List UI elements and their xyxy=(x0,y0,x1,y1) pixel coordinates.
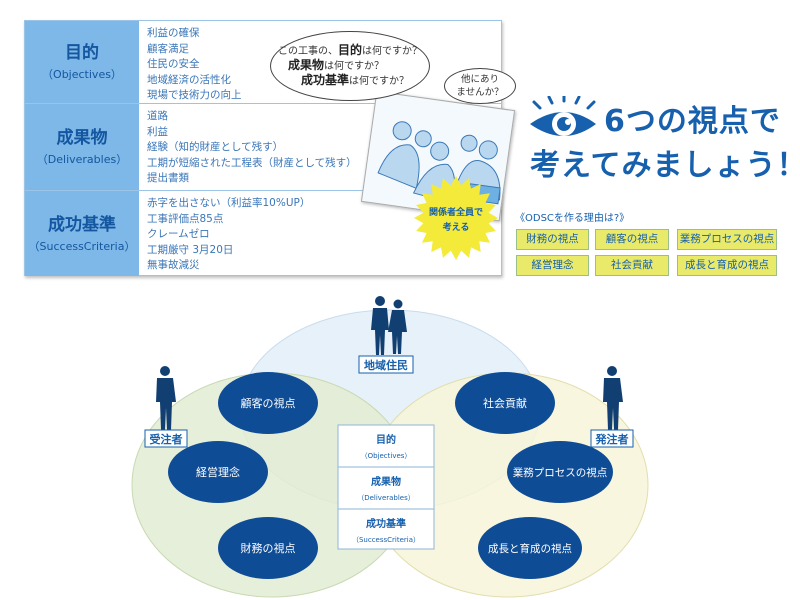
ellipse-label: 経営理念 xyxy=(196,465,240,479)
star-text: 考える xyxy=(443,221,470,233)
item: 現場で技術力の向上 xyxy=(147,89,242,101)
item: 無事故減災 xyxy=(147,259,200,271)
center-table xyxy=(337,424,435,550)
center-subtitle: （Deliverables） xyxy=(357,494,415,502)
item: 道路 xyxy=(147,110,168,122)
row-header: 成果物 （Deliverables） xyxy=(25,104,139,190)
center-title: 目的 xyxy=(376,433,396,446)
ellipse-label: 財務の視点 xyxy=(241,541,296,555)
text: 成果物 xyxy=(287,58,324,72)
eye-icon xyxy=(530,96,596,136)
row-items: 赤字を出さない（利益率10%UP） 工事評価点85点クレームゼロ工期厳守 3月20… xyxy=(147,196,310,274)
row-subtitle: （Objectives） xyxy=(42,68,122,81)
row-success-criteria: 成功基準 （SuccessCriteria） 赤字を出さない（利益率10%UP） 工… xyxy=(25,191,501,276)
item: 利益 xyxy=(147,125,168,138)
label-box xyxy=(144,429,188,448)
ellipse-customer xyxy=(218,372,318,434)
stakeholder-client: 発注者 xyxy=(595,432,629,446)
viewpoint-philosophy: 経営理念 xyxy=(516,255,589,276)
reason-label: 《ODSCを作る理由は?》 xyxy=(515,213,630,224)
heading-line2: 考えてみましょう！ xyxy=(530,148,800,183)
row-title: 目的 xyxy=(65,43,99,63)
item: 住民の安全 xyxy=(147,58,200,70)
item: クレームゼロ xyxy=(147,228,210,240)
venn-diagram: 目的 （Objectives） 成果物 （Deliverables） 成功基準 … xyxy=(131,296,649,598)
item: 工期厳守 3月20日 xyxy=(147,243,234,256)
viewpoint-growth: 成長と育成の視点 xyxy=(677,255,777,276)
text: は何ですか？ xyxy=(324,61,384,72)
label-box xyxy=(358,355,414,374)
text: 目的 xyxy=(337,43,362,57)
row-deliverables: 成果物 （Deliverables） 道路利益経験（知的財産として残す） 工期が短縮… xyxy=(25,104,501,191)
viewpoint-social: 社会貢献 xyxy=(595,255,669,276)
viewpoint-finance: 財務の視点 xyxy=(516,229,589,250)
ellipse-label: 成長と育成の視点 xyxy=(488,542,572,555)
text: ませんか？ xyxy=(456,87,504,98)
row-title: 成功基準 xyxy=(48,214,116,235)
item: 赤字を出さない（利益率10%UP） xyxy=(147,197,311,209)
center-title: 成果物 xyxy=(371,475,401,488)
row-subtitle: （Deliverables） xyxy=(36,153,128,166)
viewpoint-process: 業務プロセスの視点 xyxy=(677,229,777,250)
ellipse-growth xyxy=(478,517,582,579)
text: は何ですか？ xyxy=(362,46,422,57)
item: 工事評価点85点 xyxy=(147,212,224,225)
center-title: 成功基準 xyxy=(366,517,406,530)
stakeholder-residents: 地域住民 xyxy=(364,358,408,372)
text: この工事の、 xyxy=(277,46,338,57)
starburst-badge: 関係者全員で 考える xyxy=(414,176,498,260)
item: 顧客満足 xyxy=(147,42,189,55)
label-box xyxy=(590,429,634,448)
row-header: 目的 （Objectives） xyxy=(25,21,139,103)
ellipse-label: 業務プロセスの視点 xyxy=(513,466,608,479)
stakeholder-contractor: 受注者 xyxy=(150,432,183,446)
row-subtitle: （SuccessCriteria） xyxy=(28,239,136,253)
ellipse-label: 顧客の視点 xyxy=(241,396,296,410)
ellipse-philosophy xyxy=(168,441,268,503)
ellipse-finance xyxy=(218,517,318,579)
ellipse-process xyxy=(507,441,613,503)
row-header: 成功基準 （SuccessCriteria） xyxy=(25,191,139,276)
ellipse-social xyxy=(455,372,555,434)
center-subtitle: （SuccessCriteria） xyxy=(352,536,420,544)
item: 地域経済の活性化 xyxy=(147,73,231,86)
row-objectives: 目的 （Objectives） 利益の確保顧客満足住民の安全地域経済の活性化現場で… xyxy=(25,21,501,104)
star-text: 関係者全員で xyxy=(429,206,483,218)
text: 他にあり xyxy=(460,74,499,85)
heading-line1: 6つの視点で xyxy=(604,104,781,139)
ellipse-label: 社会貢献 xyxy=(483,396,527,410)
text: 成功基準 xyxy=(300,73,349,87)
person-silhouette-icon xyxy=(156,296,623,430)
item: 利益の確保 xyxy=(147,27,200,39)
row-items: 道路利益経験（知的財産として残す） 工期が短縮された工程表（財産として残す） 提出書… xyxy=(147,109,357,187)
text: は何ですか？ xyxy=(349,76,409,87)
viewpoint-customer: 顧客の視点 xyxy=(595,229,669,250)
item: 提出書類 xyxy=(147,172,189,184)
item: 経験（知的財産として残す） xyxy=(147,141,284,153)
item: 工期が短縮された工程表（財産として残す） xyxy=(147,156,357,169)
center-subtitle: （Objectives） xyxy=(361,452,412,460)
speech-bubble-questions: この工事の、目的は何ですか？ 成果物は何ですか？ 成功基準は何ですか？ xyxy=(270,31,430,101)
row-title: 成果物 xyxy=(56,128,108,148)
row-items: 利益の確保顧客満足住民の安全地域経済の活性化現場で技術力の向上 xyxy=(147,26,242,104)
speech-bubble-others: 他にありませんか？ xyxy=(444,68,516,104)
